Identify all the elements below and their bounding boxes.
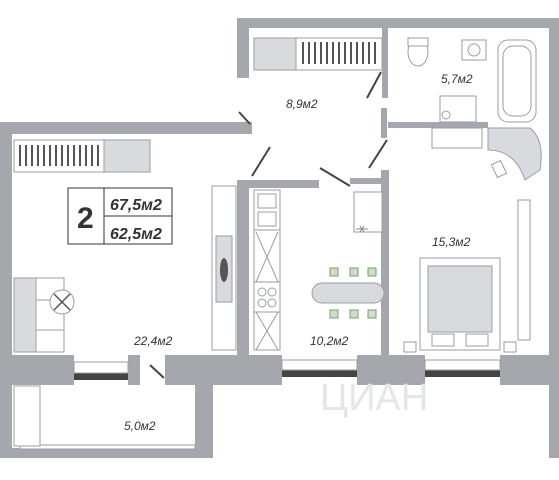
wardrobe-living — [13, 139, 151, 173]
room-label-kitchen: 10,2м2 — [310, 334, 349, 348]
watermark: ЦИАН — [320, 377, 428, 419]
doors — [149, 71, 388, 379]
total-area: 67,5м2 — [110, 197, 162, 214]
room-label-bathroom: 5,7м2 — [441, 72, 473, 86]
wardrobe-hall — [253, 37, 383, 71]
bathroom-fixtures — [407, 37, 542, 181]
room-label-balcony: 5,0м2 — [124, 419, 156, 433]
living-area: 62,5м2 — [110, 226, 162, 243]
walls — [0, 18, 559, 458]
living-furniture — [13, 277, 75, 353]
area-legend: 2 67,5м2 62,5м2 — [67, 187, 173, 245]
kitchen-fixtures — [211, 185, 385, 351]
room-label-living: 22,4м2 — [133, 334, 173, 348]
bedroom-furniture — [403, 199, 531, 353]
windows — [19, 359, 501, 450]
balcony-furniture — [13, 385, 41, 447]
room-label-bedroom: 15,3м2 — [432, 235, 471, 249]
rooms-count: 2 — [77, 202, 94, 235]
room-label-hall: 8,9м2 — [286, 97, 318, 111]
